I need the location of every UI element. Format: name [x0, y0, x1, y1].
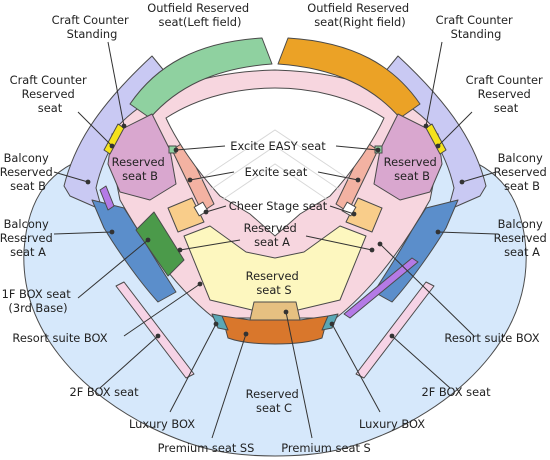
label-premium-s: Premium seat S	[281, 441, 371, 455]
1f-box-seat[interactable]	[135, 211, 185, 277]
label-outfield-reserved-right: Outfield Reserved seat(Right field)	[307, 1, 413, 29]
outfield-reserved-left[interactable]	[129, 37, 273, 119]
premium-seat-ss[interactable]	[221, 315, 329, 345]
label-luxury-right: Luxury BOX	[359, 417, 425, 431]
reserved-s[interactable]	[183, 225, 367, 311]
resort-suite-box-right[interactable]	[355, 281, 435, 379]
label-luxury-left: Luxury BOX	[129, 417, 195, 431]
label-reserved-s: Reserved seat S	[246, 269, 303, 297]
label-outfield-reserved-left: Outfield Reserved seat(Left field)	[147, 1, 253, 29]
premium-seat-s[interactable]	[249, 301, 301, 321]
label-reserved-c: Reserved seat C	[246, 387, 303, 415]
outfield-reserved-right[interactable]	[277, 37, 421, 119]
leader-lines	[53, 41, 497, 439]
excite-seat-left[interactable]	[171, 141, 215, 213]
label-excite: Excite seat	[245, 165, 308, 179]
reserved-b-left[interactable]	[107, 113, 177, 201]
playing-field	[165, 87, 385, 237]
purple-strip-right	[343, 257, 419, 319]
label-excite-easy: Excite EASY seat	[230, 139, 326, 153]
label-premium-ss: Premium seat SS	[158, 441, 255, 455]
label-balcony-b-left: Balcony Reserved seat B	[0, 151, 56, 193]
purple-strip-left	[99, 185, 115, 211]
label-balcony-a-left: Balcony Reserved seat A	[0, 217, 56, 259]
infield-grid	[199, 129, 351, 201]
label-2f-box-left: 2F BOX seat	[69, 385, 139, 399]
label-1f-box: 1F BOX seat (3rd Base)	[2, 287, 75, 315]
label-resort-suite-right: Resort suite BOX	[444, 331, 539, 345]
label-balcony-b-right: Balcony Reserved seat B	[494, 151, 550, 193]
excite-seat-right[interactable]	[335, 141, 379, 213]
label-craft-counter-standing-right: Craft Counter Standing	[436, 13, 517, 41]
label-reserved-b-right: Reserved seat B	[384, 155, 441, 183]
label-craft-counter-reserved-right: Craft Counter Reserved seat	[466, 73, 547, 115]
label-resort-suite-left: Resort suite BOX	[12, 331, 107, 345]
label-cheer-stage: Cheer Stage seat	[229, 199, 328, 213]
reserved-b-right[interactable]	[373, 113, 443, 201]
label-craft-counter-standing-left: Craft Counter Standing	[52, 13, 133, 41]
label-2f-box-right: 2F BOX seat	[421, 385, 491, 399]
label-balcony-a-right: Balcony Reserved seat A	[494, 217, 550, 259]
label-reserved-a: Reserved seat A	[244, 221, 301, 249]
leader-dots	[85, 123, 465, 339]
label-reserved-b-left: Reserved seat B	[112, 155, 169, 183]
label-craft-counter-reserved-left: Craft Counter Reserved seat	[10, 73, 91, 115]
resort-suite-box-left[interactable]	[115, 281, 195, 379]
